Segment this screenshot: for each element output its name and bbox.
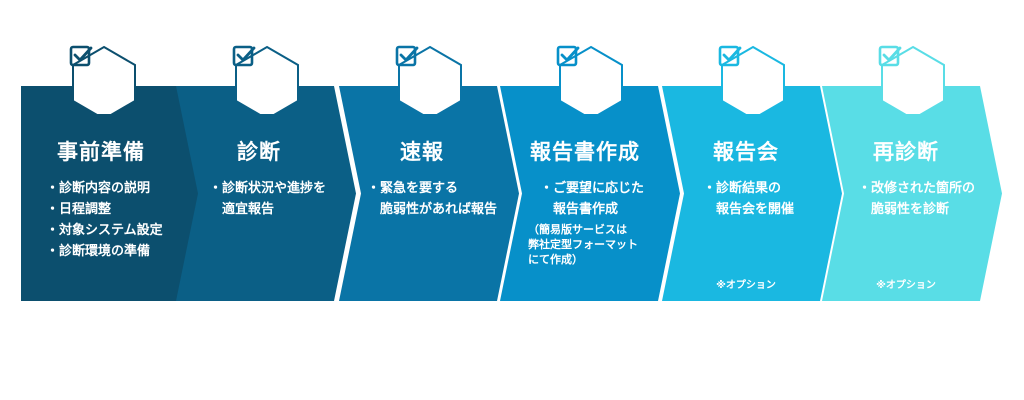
description-line: ・対象システム設定: [46, 223, 163, 238]
option-label: ※オプション: [876, 280, 936, 291]
description-line: 報告書作成: [540, 202, 619, 217]
step-title: 再診断: [873, 140, 939, 164]
description-line: ・改修された箇所の: [858, 181, 976, 196]
note-line: 弊社定型フォーマット: [528, 238, 638, 251]
hexagon-badge: [69, 44, 139, 114]
step-description: ・緊急を要する 脆弱性があれば報告: [367, 178, 497, 220]
chevron-shape: [176, 86, 356, 301]
checkbox-icon: [69, 45, 93, 67]
description-line: ・ご要望に応じた: [540, 181, 645, 196]
step-1-chevron: 事前準備・診断内容の説明・日程調整・対象システム設定・診断環境の準備: [21, 45, 201, 301]
description-line: ・診断状況や進捗を: [209, 181, 327, 196]
description-line: ・診断結果の: [703, 181, 782, 196]
description-line: 脆弱性があれば報告: [367, 202, 498, 217]
option-label: ※オプション: [716, 280, 776, 291]
chevron-shape: [822, 86, 1002, 301]
description-line: 脆弱性を診断: [858, 202, 950, 217]
step-title: 事前準備: [57, 140, 145, 164]
hexagon-badge: [718, 44, 788, 114]
description-line: ・診断環境の準備: [46, 244, 151, 259]
hexagon-badge: [232, 44, 302, 114]
step-description: ・診断状況や進捗を 適宜報告: [209, 178, 326, 220]
step-title: 報告会: [713, 140, 779, 164]
description-line: ・診断内容の説明: [46, 181, 151, 196]
description-line: ・日程調整: [46, 202, 112, 217]
chevron-shape: [500, 86, 680, 301]
checkbox-icon: [878, 45, 902, 67]
description-line: ・緊急を要する: [367, 181, 459, 196]
hexagon-badge: [878, 44, 948, 114]
chevron-shape: [339, 86, 519, 301]
checkbox-icon: [718, 45, 742, 67]
step-title: 報告書作成: [530, 140, 640, 164]
step-title: 速報: [400, 140, 444, 164]
note-line: （簡易版サービスは: [528, 223, 627, 236]
step-description: ・改修された箇所の 脆弱性を診断: [858, 178, 975, 220]
hexagon-badge: [395, 44, 465, 114]
step-5-chevron: 報告会・診断結果の 報告会を開催 ※オプション: [662, 45, 842, 301]
step-3-chevron: 速報・緊急を要する 脆弱性があれば報告: [339, 45, 519, 301]
step-description: ・ご要望に応じた 報告書作成: [540, 178, 644, 220]
checkbox-icon: [395, 45, 419, 67]
hexagon-badge: [556, 44, 626, 114]
step-6-chevron: 再診断・改修された箇所の 脆弱性を診断 ※オプション: [822, 45, 1002, 301]
checkbox-icon: [556, 45, 580, 67]
step-note: （簡易版サービスは弊社定型フォーマットにて作成）: [528, 222, 638, 267]
step-description: ・診断内容の説明・日程調整・対象システム設定・診断環境の準備: [46, 178, 163, 262]
note-line: にて作成）: [528, 253, 583, 266]
description-line: 報告会を開催: [703, 202, 795, 217]
description-line: 適宜報告: [209, 202, 275, 217]
step-4-chevron: 報告書作成・ご要望に応じた 報告書作成（簡易版サービスは弊社定型フォーマットにて…: [500, 45, 680, 301]
step-title: 診断: [237, 140, 281, 164]
chevron-shape: [662, 86, 842, 301]
step-2-chevron: 診断・診断状況や進捗を 適宜報告: [176, 45, 356, 301]
chevron-shape: [21, 86, 201, 301]
step-description: ・診断結果の 報告会を開催: [703, 178, 794, 220]
checkbox-icon: [232, 45, 256, 67]
